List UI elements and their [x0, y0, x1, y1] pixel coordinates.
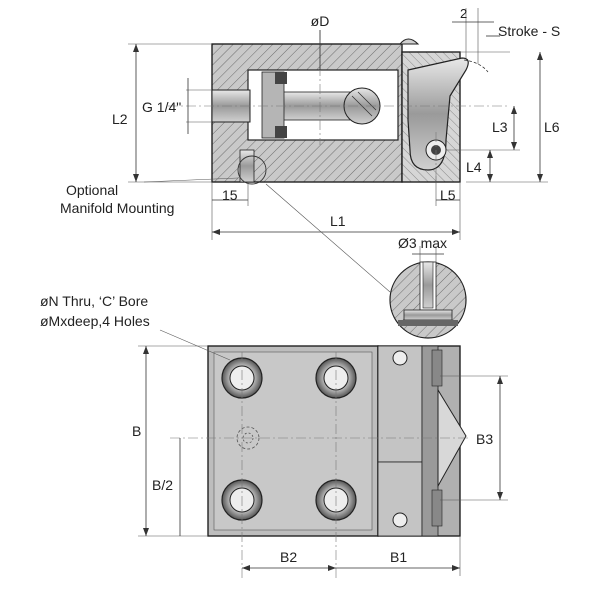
seal-top	[275, 72, 287, 84]
label-manifold: Manifold Mounting	[60, 200, 174, 216]
label-b1: B1	[390, 549, 407, 565]
label-stroke: Stroke - S	[498, 23, 560, 39]
side-view	[168, 30, 508, 185]
label-l5: L5	[440, 187, 456, 203]
label-15: 15	[222, 187, 238, 203]
top-dimensions	[138, 329, 508, 576]
manifold-bolt	[239, 149, 255, 183]
label-b3: B3	[476, 431, 493, 447]
label-l6: L6	[544, 119, 560, 135]
seal-bottom	[275, 126, 287, 138]
label-b-half: B/2	[152, 477, 173, 493]
label-l1: L1	[330, 213, 346, 229]
detail-view	[389, 246, 467, 339]
label-od: øD	[311, 13, 330, 29]
piston-head	[261, 71, 285, 139]
label-om-deep: øMxdeep,4 Holes	[40, 313, 150, 329]
label-d3max: Ø3 max	[398, 235, 447, 251]
label-on-thru: øN Thru, ‘C’ Bore	[40, 293, 148, 309]
label-b: B	[132, 423, 141, 439]
label-l4: L4	[466, 159, 482, 175]
side-dimensions	[128, 8, 548, 293]
clamp-lever	[407, 57, 469, 171]
label-l3: L3	[492, 119, 508, 135]
label-l2: L2	[112, 111, 128, 127]
label-g-thread: G 1/4"	[142, 99, 181, 115]
label-b2: B2	[280, 549, 297, 565]
top-view	[170, 345, 470, 578]
labels: øD 2 Stroke - S G 1/4" L2 L3 L6 L4 L5 L1…	[40, 6, 560, 565]
label-stroke-gap: 2	[460, 6, 467, 21]
label-optional: Optional	[66, 182, 118, 198]
